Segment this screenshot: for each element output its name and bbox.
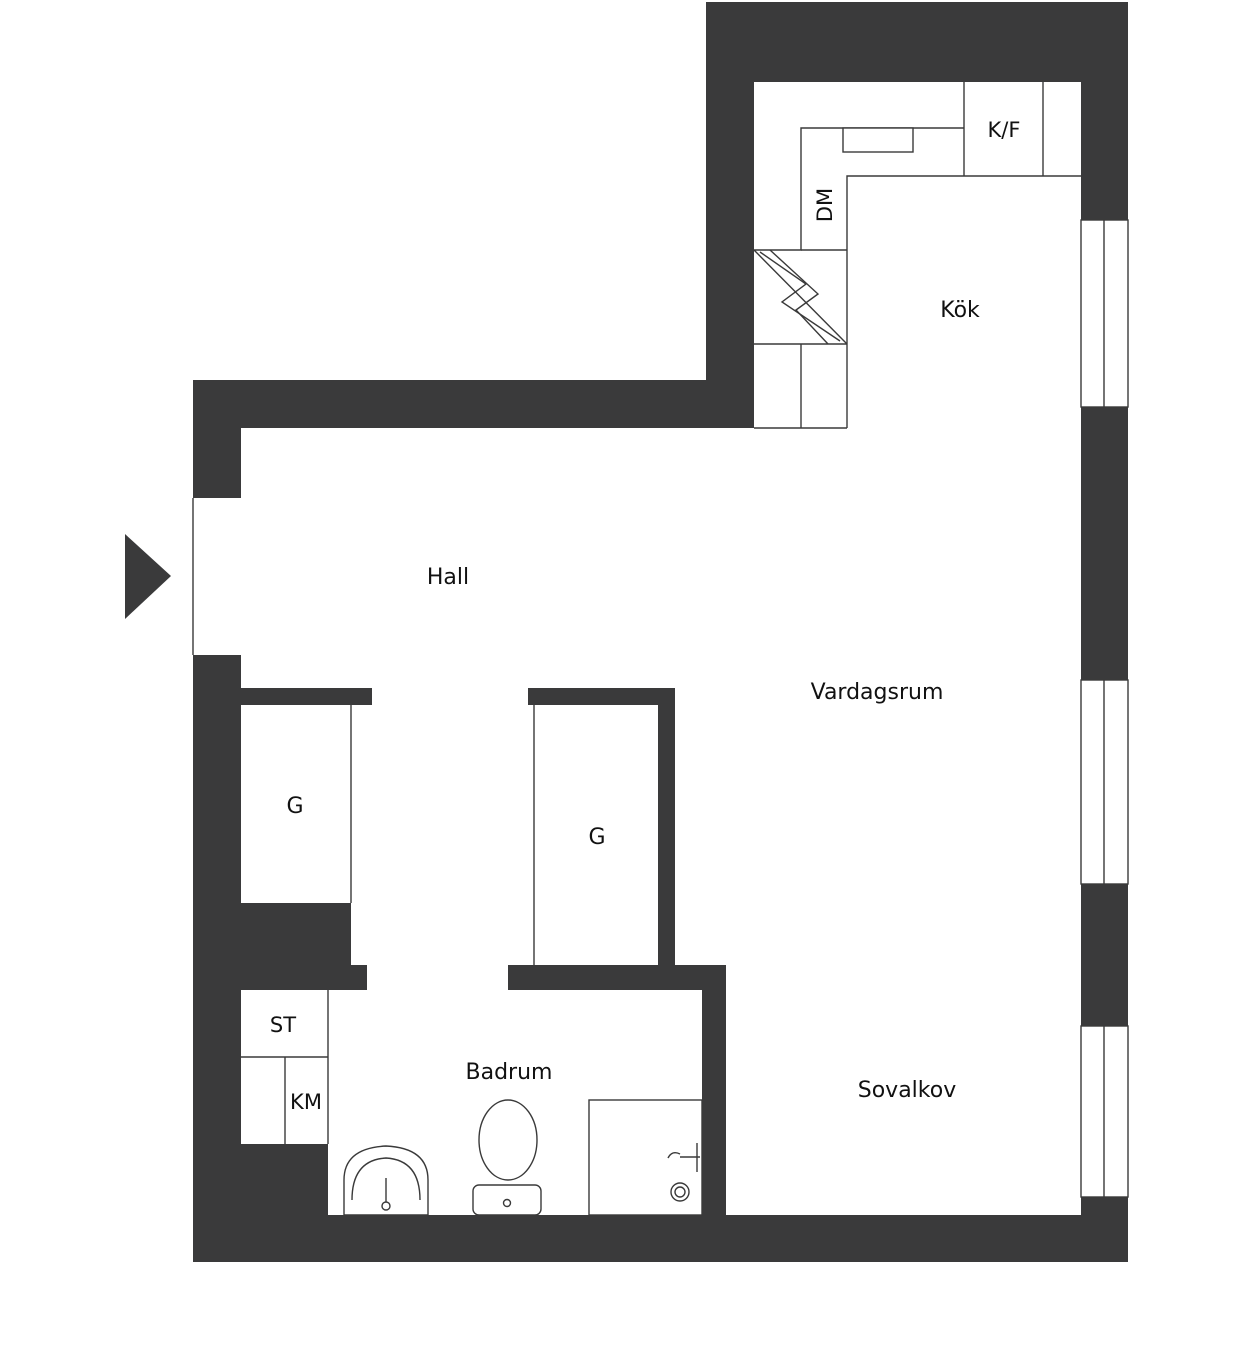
wall-closet-right-top bbox=[528, 688, 675, 705]
wall-laundry-base bbox=[241, 1144, 328, 1215]
label-bathroom: Badrum bbox=[466, 1060, 553, 1085]
shower-icon bbox=[588, 1099, 703, 1216]
label-closet-right: G bbox=[588, 825, 605, 850]
wall-left-upper bbox=[193, 380, 241, 498]
wall-bottom bbox=[193, 1215, 1128, 1262]
fridge-freezer bbox=[963, 82, 1044, 176]
wall-right-3 bbox=[1081, 884, 1128, 1026]
wall-kitchen-left bbox=[706, 2, 754, 428]
label-dishwasher: DM bbox=[813, 188, 837, 222]
wall-kitchen-top bbox=[706, 2, 1128, 82]
label-fridge-freezer: K/F bbox=[988, 118, 1021, 142]
label-hall: Hall bbox=[427, 565, 469, 590]
wall-right-2 bbox=[1081, 407, 1128, 680]
window-alcove bbox=[1080, 1025, 1129, 1198]
label-washing-machine: KM bbox=[290, 1090, 322, 1114]
kitchen-counter bbox=[754, 127, 1081, 429]
toilet-icon bbox=[472, 1099, 542, 1216]
stove-icon bbox=[842, 127, 914, 153]
wall-closet-left-top bbox=[241, 688, 372, 705]
wall-hall-top bbox=[193, 380, 754, 428]
wall-bath-top-right bbox=[508, 965, 726, 990]
entrance-arrow-icon bbox=[125, 534, 171, 619]
chimney-flue-icon bbox=[753, 249, 848, 345]
wall-right-1 bbox=[1081, 2, 1128, 220]
wall-bath-top-left bbox=[241, 965, 367, 990]
wall-left-lower bbox=[193, 655, 241, 1262]
walls bbox=[193, 2, 1128, 1262]
sink-icon bbox=[343, 1145, 429, 1216]
wall-closet-right-side bbox=[658, 688, 675, 978]
window-kitchen bbox=[1080, 219, 1129, 408]
label-kitchen: Kök bbox=[940, 298, 980, 323]
wall-closet-left-bottom bbox=[241, 903, 351, 966]
wall-bath-right bbox=[702, 965, 726, 1262]
label-closet-left: G bbox=[286, 794, 303, 819]
laundry-niche bbox=[241, 990, 329, 1144]
label-living-room: Vardagsrum bbox=[811, 680, 944, 705]
windows bbox=[1080, 219, 1129, 1198]
label-dryer-cabinet: ST bbox=[270, 1013, 296, 1037]
window-living-room bbox=[1080, 679, 1129, 885]
label-sleeping-alcove: Sovalkov bbox=[858, 1078, 956, 1103]
